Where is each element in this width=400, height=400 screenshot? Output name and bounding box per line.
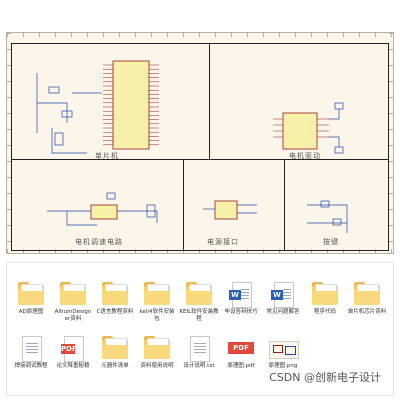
- watermark: CSDN @创新电子设计: [269, 371, 381, 384]
- pdf-icon: PDF: [226, 335, 256, 361]
- block-label-mcu: 单片机: [95, 152, 119, 160]
- file-name: 论文降重秘籍: [56, 363, 90, 369]
- sheet-ruler-bottom: [7, 249, 393, 253]
- block-label-motor-drive: 电机驱动: [289, 152, 321, 160]
- folder-icon: [184, 281, 214, 307]
- file-name: 焊接调试教程: [14, 363, 48, 369]
- sheet-ruler-top: [7, 33, 393, 37]
- doc-icon: [16, 335, 46, 362]
- file-item[interactable]: PDF 原理图.pdf: [221, 335, 261, 370]
- ad-folder-icon: [16, 281, 46, 307]
- file-name: 毕设答辩技巧: [224, 309, 258, 315]
- file-item[interactable]: 程序代码: [305, 281, 345, 316]
- file-name: 资料使用说明: [140, 363, 174, 369]
- schematic-drawing: [36, 60, 348, 233]
- file-item[interactable]: W 常见问题解答: [263, 281, 303, 316]
- file-item[interactable]: 单片机芯片资料: [347, 281, 387, 316]
- file-item[interactable]: KEIL软件安装教程: [179, 281, 219, 323]
- block-label-keys: 按键: [323, 238, 339, 246]
- word-doc-icon: W: [268, 281, 298, 308]
- folder-icon: [100, 335, 130, 361]
- file-name: 程序代码: [313, 309, 336, 315]
- folder-icon: [310, 281, 340, 307]
- file-item[interactable]: 设计说明.txt: [179, 335, 219, 370]
- file-item[interactable]: AD原理图: [11, 281, 51, 316]
- file-name: KEIL软件安装教程: [179, 309, 219, 322]
- file-name: AltiumDesigner资料: [54, 309, 92, 322]
- file-explorer-grid: AD原理图 AltiumDesigner资料 C语言教程资料 keil4软件安装…: [6, 262, 394, 396]
- schematic-sheet: 单片机 电机驱动 电机调速电路 电源接口 按键: [6, 32, 394, 254]
- folder-icon: [100, 281, 130, 307]
- file-name: 常见问题解答: [266, 309, 300, 315]
- image-icon: [268, 335, 299, 361]
- folder-icon: [142, 281, 172, 307]
- sheet-ruler-left: [7, 33, 11, 253]
- file-item[interactable]: keil4软件安装包: [137, 281, 177, 323]
- file-name: AD原理图: [18, 309, 44, 315]
- file-item[interactable]: W 毕设答辩技巧: [221, 281, 261, 316]
- folder-icon: [352, 281, 382, 307]
- file-item[interactable]: 元器件清单: [95, 335, 135, 370]
- file-name: 原理图.pdf: [227, 363, 255, 369]
- file-item[interactable]: 原理图.png: [263, 335, 303, 370]
- sheet-ruler-right: [389, 33, 393, 253]
- file-name: C语言教程资料: [96, 309, 134, 315]
- pdf-icon: PDF: [58, 335, 88, 362]
- file-item[interactable]: 资料使用说明: [137, 335, 177, 370]
- word-doc-icon: W: [226, 281, 256, 308]
- folder-icon: [142, 335, 172, 361]
- folder-icon: [58, 281, 88, 307]
- text-doc-icon: [184, 335, 214, 362]
- file-item[interactable]: PDF 论文降重秘籍: [53, 335, 93, 370]
- file-item[interactable]: AltiumDesigner资料: [53, 281, 93, 323]
- file-name: 原理图.png: [268, 363, 298, 369]
- file-name: 设计说明.txt: [183, 363, 215, 369]
- file-name: 元器件清单: [101, 363, 129, 369]
- file-item[interactable]: C语言教程资料: [95, 281, 135, 316]
- file-name: 单片机芯片资料: [347, 309, 387, 315]
- block-label-speed-circuit: 电机调速电路: [75, 238, 123, 246]
- block-label-power: 电源接口: [207, 238, 239, 246]
- file-name: keil4软件安装包: [139, 309, 175, 322]
- block-keys: [284, 159, 389, 251]
- file-item[interactable]: 焊接调试教程: [11, 335, 51, 370]
